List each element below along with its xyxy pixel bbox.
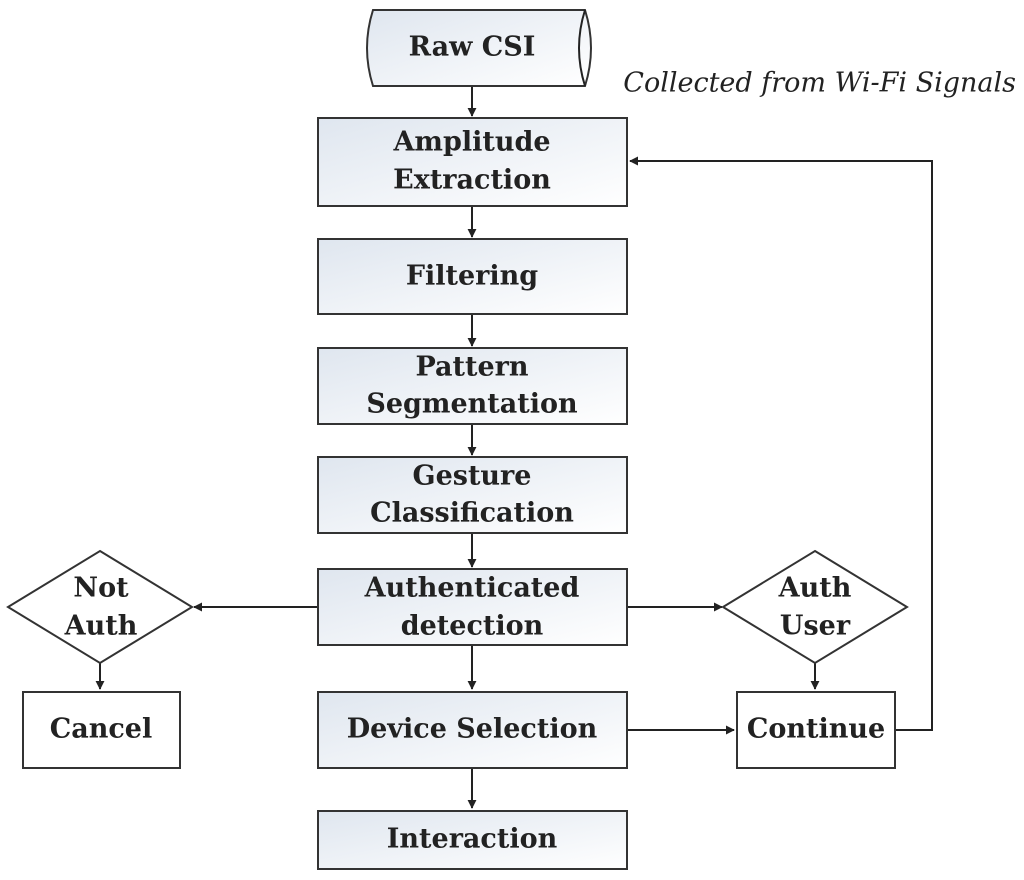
node-amplitude-extraction: Amplitude Extraction [317,117,628,207]
node-interaction-label: Interaction [387,824,558,855]
decision-diamond [6,549,194,665]
node-auth-user-line-2: User [780,611,851,642]
node-filtering: Filtering [317,238,628,315]
node-auth-user: Auth User [721,549,909,665]
node-amplitude-extraction-line-2: Extraction [393,165,551,196]
raw-csi-note: Collected from Wi-Fi Signals [623,68,1016,99]
process-box [317,691,628,769]
node-pattern-segmentation: Pattern Segmentation [317,347,628,425]
node-authenticated-detection-line-2: detection [401,611,544,642]
node-device-selection: Device Selection [317,691,628,769]
node-pattern-segmentation-line-1: Pattern [415,352,528,383]
edges [95,86,933,809]
node-filtering-label: Filtering [406,261,538,292]
node-cancel-label: Cancel [50,714,153,745]
node-not-auth-line-2: Auth [64,611,138,642]
node-raw-csi-label: Raw CSI [409,32,536,63]
node-pattern-segmentation-line-2: Segmentation [366,389,578,420]
node-amplitude-extraction-line-1: Amplitude [392,127,550,158]
node-gesture-classification-line-2: Classification [370,498,574,529]
node-gesture-classification-line-1: Gesture [413,461,532,492]
process-box [317,117,628,207]
node-device-selection-label: Device Selection [347,714,598,745]
process-box [317,347,628,425]
process-box [317,568,628,646]
node-not-auth: Not Auth [6,549,194,665]
node-not-auth-line-1: Not [73,573,129,604]
process-box [22,691,181,769]
decision-diamond [721,549,909,665]
node-gesture-classification: Gesture Classification [317,456,628,534]
edge-continue-to-amplitude [629,156,933,731]
node-continue-label: Continue [747,714,885,745]
node-authenticated-detection-line-1: Authenticated [364,573,580,604]
node-interaction: Interaction [317,810,628,870]
node-authenticated-detection: Authenticated detection [317,568,628,646]
node-continue: Continue [736,691,896,769]
node-raw-csi: Raw CSI [366,9,592,87]
process-box [317,810,628,870]
node-cancel: Cancel [22,691,181,769]
process-box [736,691,896,769]
process-box [317,456,628,534]
stored-data-curve [578,9,586,87]
process-box [317,238,628,315]
node-auth-user-line-1: Auth [778,573,852,604]
